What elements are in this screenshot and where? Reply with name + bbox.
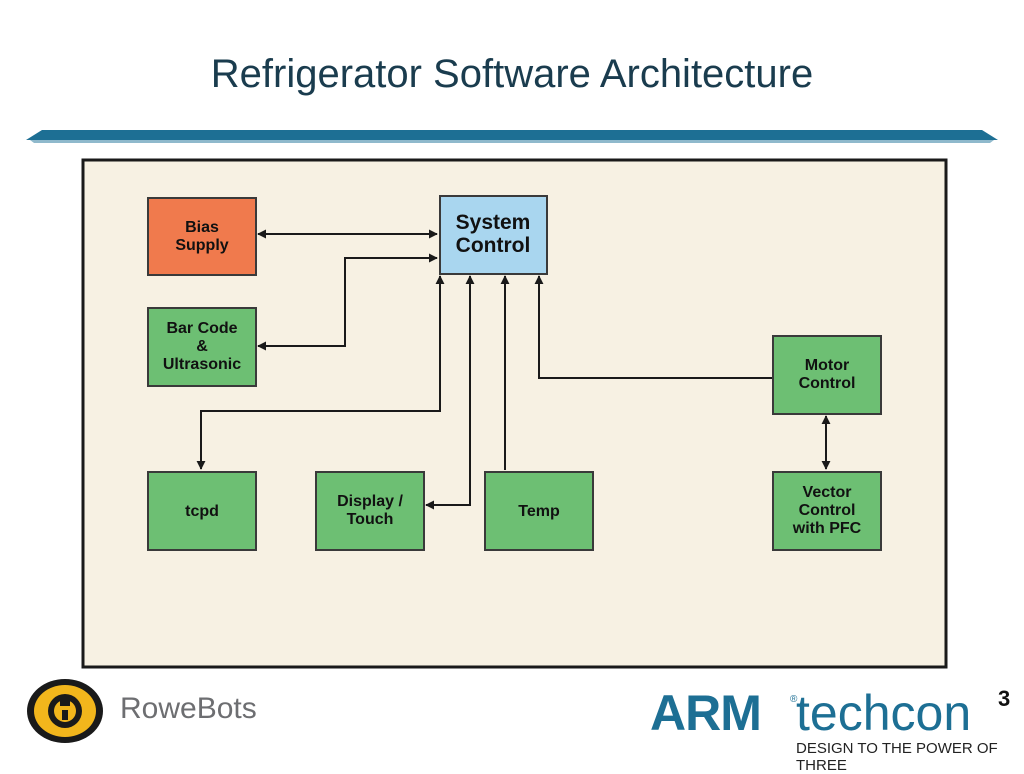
svg-text:Display /: Display / [337, 493, 403, 510]
connector-display-system [425, 275, 475, 510]
svg-text:with PFC: with PFC [792, 520, 862, 537]
svg-text:Ultrasonic: Ultrasonic [163, 356, 241, 373]
svg-text:Bar Code: Bar Code [166, 320, 237, 337]
node-bar-code-ultrasonic: Bar Code & Ultrasonic [147, 307, 257, 387]
svg-text:Control: Control [799, 375, 856, 392]
techcon-superscript: 3 [998, 686, 1011, 711]
node-temp: Temp [484, 471, 594, 551]
svg-text:&: & [196, 338, 208, 355]
arm-brand-text: ARM [650, 685, 762, 741]
slide-title: Refrigerator Software Architecture [210, 52, 814, 96]
node-display-touch: Display / Touch [315, 471, 425, 551]
svg-text:Motor: Motor [805, 357, 849, 374]
node-vector-control: Vector Control with PFC [772, 471, 882, 551]
svg-text:Control: Control [799, 502, 856, 519]
techcon-brand-text: techcon [796, 685, 972, 741]
registered-mark: ® [790, 694, 798, 705]
event-tagline: DESIGN TO THE POWER OF THREE [796, 740, 998, 774]
title-divider-band [26, 130, 998, 143]
architecture-diagram: Bias Supply System Control Bar Code & Ul… [81, 158, 948, 669]
node-motor-control: Motor Control [772, 335, 882, 415]
connectors [196, 229, 831, 510]
svg-text:Temp: Temp [518, 503, 560, 520]
node-bias-supply: Bias Supply [147, 197, 257, 276]
node-system-control: System Control [439, 195, 548, 275]
svg-text:Touch: Touch [347, 511, 394, 528]
svg-text:Vector: Vector [803, 484, 852, 501]
connector-motor-system [534, 275, 772, 379]
svg-text:Control: Control [456, 234, 531, 257]
node-tcpd: tcpd [147, 471, 257, 551]
svg-text:Bias: Bias [185, 219, 219, 236]
company-name: RoweBots [120, 692, 257, 725]
svg-text:Supply: Supply [175, 237, 228, 254]
svg-text:System: System [456, 211, 531, 234]
rowebots-logo-icon [27, 679, 103, 743]
svg-text:tcpd: tcpd [185, 503, 219, 520]
